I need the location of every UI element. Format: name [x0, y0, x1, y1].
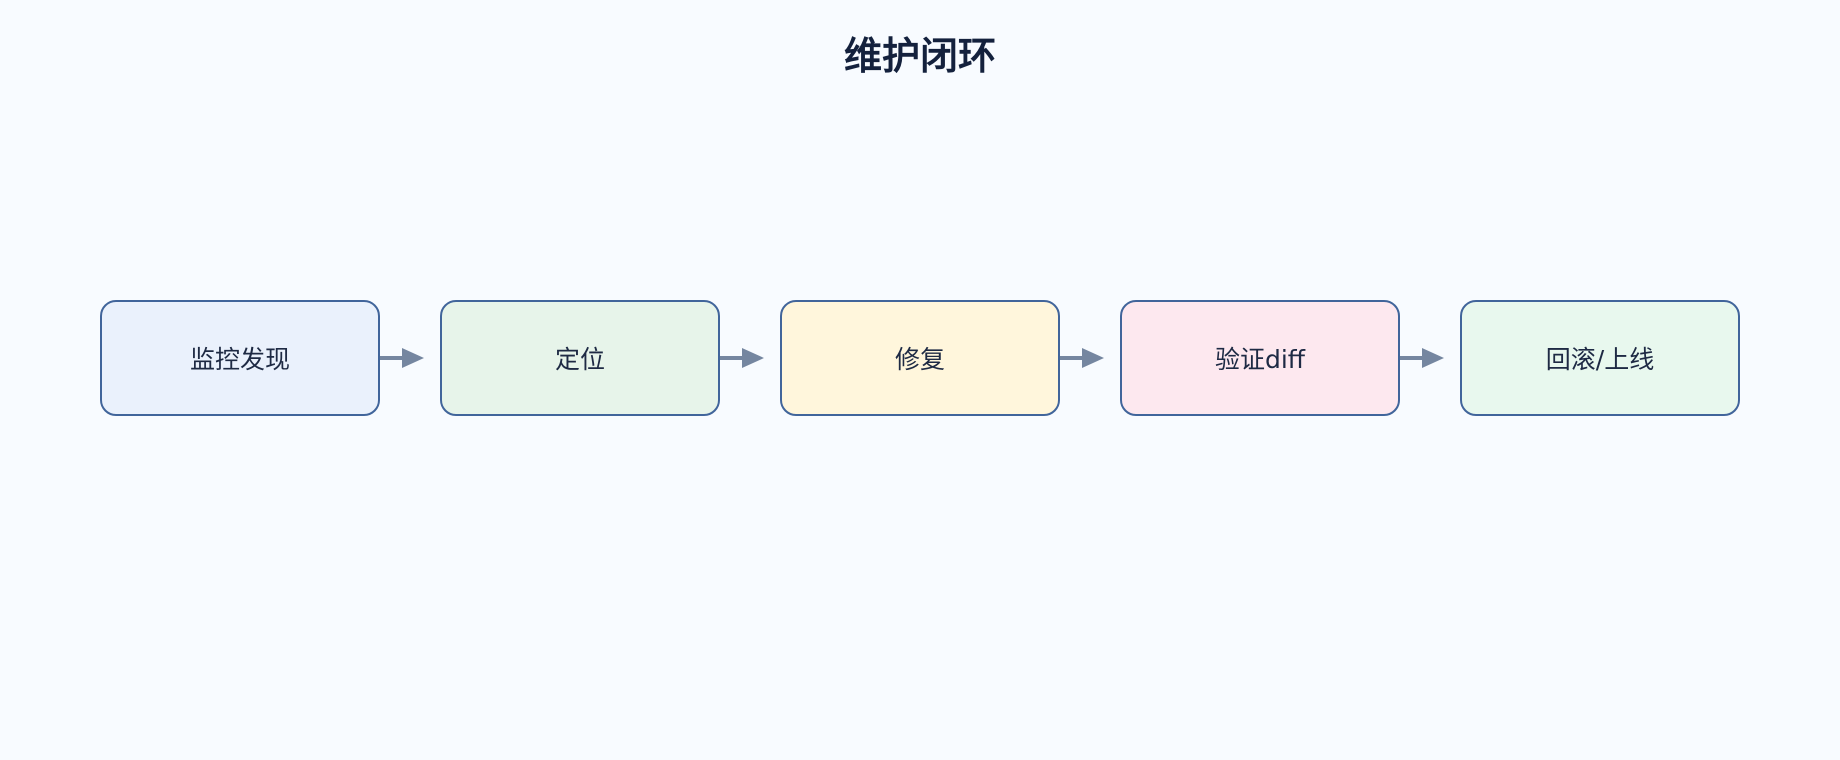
arrow-right-icon — [1400, 348, 1444, 368]
step-label: 回滚/上线 — [1545, 345, 1655, 374]
arrow-right-icon — [1060, 348, 1104, 368]
step-locate: 定位 — [440, 300, 720, 416]
step-label: 监控发现 — [189, 345, 290, 374]
step-rollback-release: 回滚/上线 — [1460, 300, 1740, 416]
arrow-right-icon — [720, 348, 764, 368]
diagram-title: 维护闭环 — [843, 34, 996, 78]
step-monitor: 监控发现 — [100, 300, 380, 416]
step-label: 定位 — [554, 345, 605, 374]
step-verify-diff: 验证diff — [1120, 300, 1400, 416]
step-label: 验证diff — [1214, 345, 1306, 374]
arrow-right-icon — [380, 348, 424, 368]
step-label: 修复 — [894, 345, 945, 374]
step-fix: 修复 — [780, 300, 1060, 416]
